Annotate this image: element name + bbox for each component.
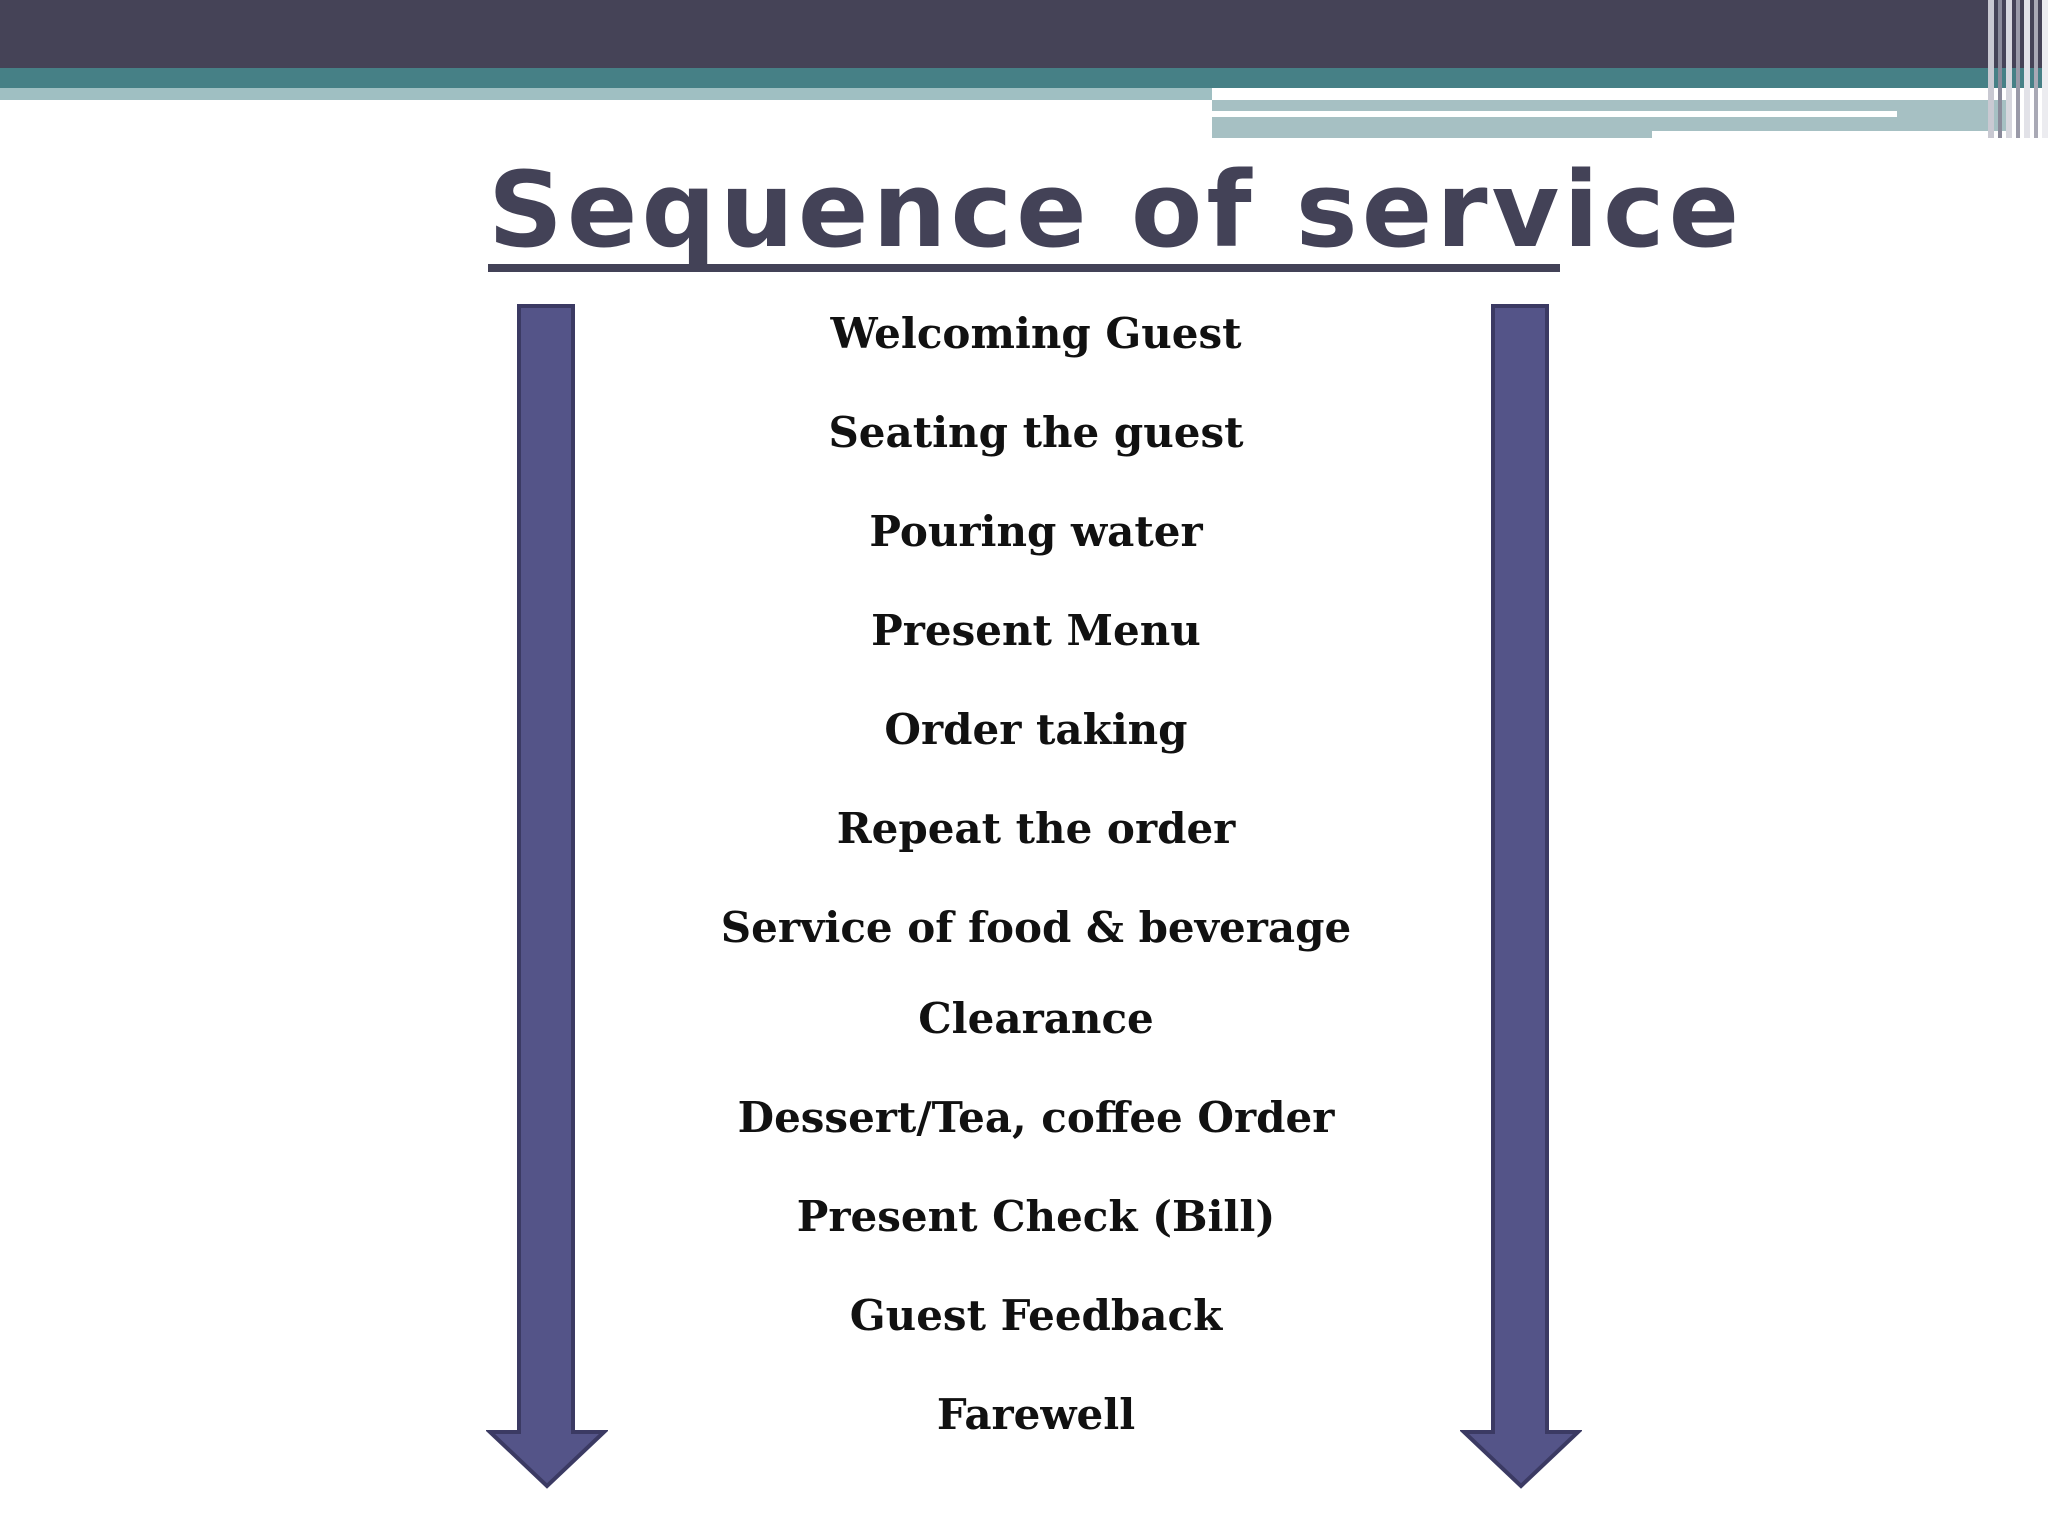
service-step: Clearance	[918, 994, 1154, 1043]
service-step: Seating the guest	[828, 408, 1244, 457]
service-step: Present Check (Bill)	[796, 1192, 1276, 1241]
service-step: Welcoming Guest	[830, 309, 1242, 358]
header-band-dark	[0, 0, 2048, 68]
header-stripe	[1988, 0, 1994, 138]
header-stripes	[1988, 0, 2048, 138]
header-stripe	[1998, 0, 2002, 138]
service-step: Present Menu	[871, 606, 1201, 655]
service-step: Order taking	[884, 705, 1188, 754]
service-step: Service of food & beverage	[720, 903, 1352, 952]
header-decoration	[0, 0, 2048, 141]
down-arrow-icon	[1460, 304, 1582, 1489]
header-stripe	[2034, 0, 2038, 138]
header-band-teal	[0, 68, 2048, 88]
service-step: Repeat the order	[836, 804, 1236, 853]
header-stripe	[2042, 0, 2048, 138]
header-stripe	[2024, 0, 2030, 138]
service-step: Guest Feedback	[849, 1291, 1223, 1340]
title-underline	[488, 264, 1560, 272]
service-step: Dessert/Tea, coffee Order	[737, 1093, 1335, 1142]
slide-title: Sequence of service	[488, 149, 1744, 271]
header-white-box	[1652, 131, 2012, 141]
header-band-light-left	[0, 88, 1212, 100]
down-arrow-icon	[486, 304, 608, 1489]
right-arrow-shape	[1460, 304, 1582, 1489]
header-stripe	[2016, 0, 2020, 138]
service-step: Pouring water	[869, 507, 1203, 556]
service-step: Farewell	[936, 1390, 1136, 1439]
header-white-line	[1212, 111, 1897, 117]
left-arrow-shape	[486, 304, 608, 1489]
header-stripe	[2006, 0, 2012, 138]
